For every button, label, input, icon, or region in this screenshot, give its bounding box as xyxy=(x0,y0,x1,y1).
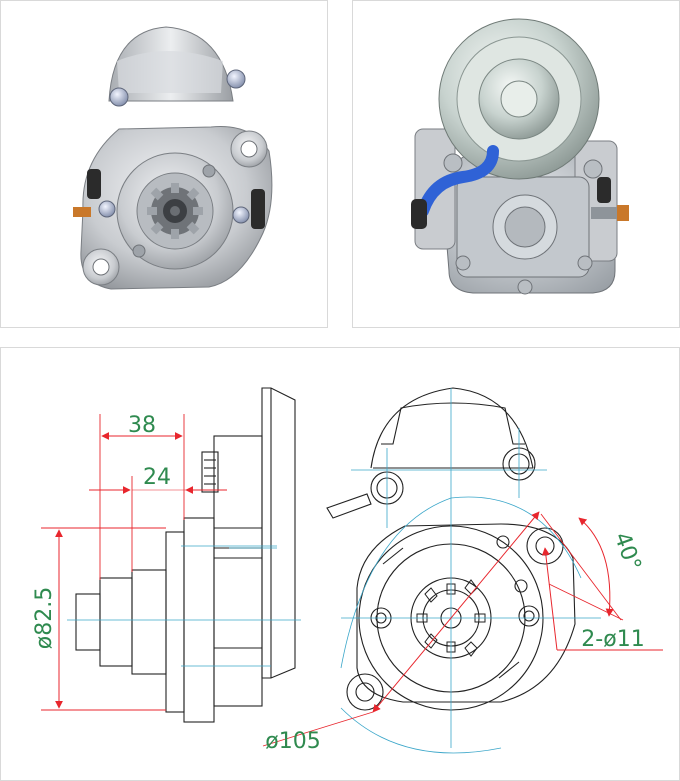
starter-rear-image xyxy=(411,18,629,295)
side-view xyxy=(75,387,296,723)
front-centerlines xyxy=(340,388,601,754)
dim-diameter-105: ø105 xyxy=(262,511,540,754)
photo-front-panel xyxy=(0,0,328,328)
dim-label-24: 24 xyxy=(143,465,171,490)
technical-drawing-panel: 38 24 ø82.5 xyxy=(0,347,680,781)
side-centerlines xyxy=(67,545,301,667)
dim-38: 38 xyxy=(99,413,185,580)
dim-diameter-82-5: ø82.5 xyxy=(32,527,166,711)
dim-label-38: 38 xyxy=(128,413,156,438)
dim-angle-40: 40° xyxy=(540,513,646,621)
photo-rear-panel xyxy=(352,0,680,328)
dim-holes-2-11: 2-ø11 xyxy=(541,547,663,652)
pinion-gear xyxy=(147,183,203,239)
dimension-drawing: 38 24 ø82.5 xyxy=(32,387,663,754)
dim-label-diameter-82-5: ø82.5 xyxy=(32,587,57,649)
dim-label-holes-2-11: 2-ø11 xyxy=(581,627,644,652)
dim-label-diameter-105: ø105 xyxy=(265,729,320,754)
starter-front-image xyxy=(73,26,273,290)
dim-24: 24 xyxy=(89,465,227,572)
dim-label-angle-40: 40° xyxy=(609,529,646,574)
